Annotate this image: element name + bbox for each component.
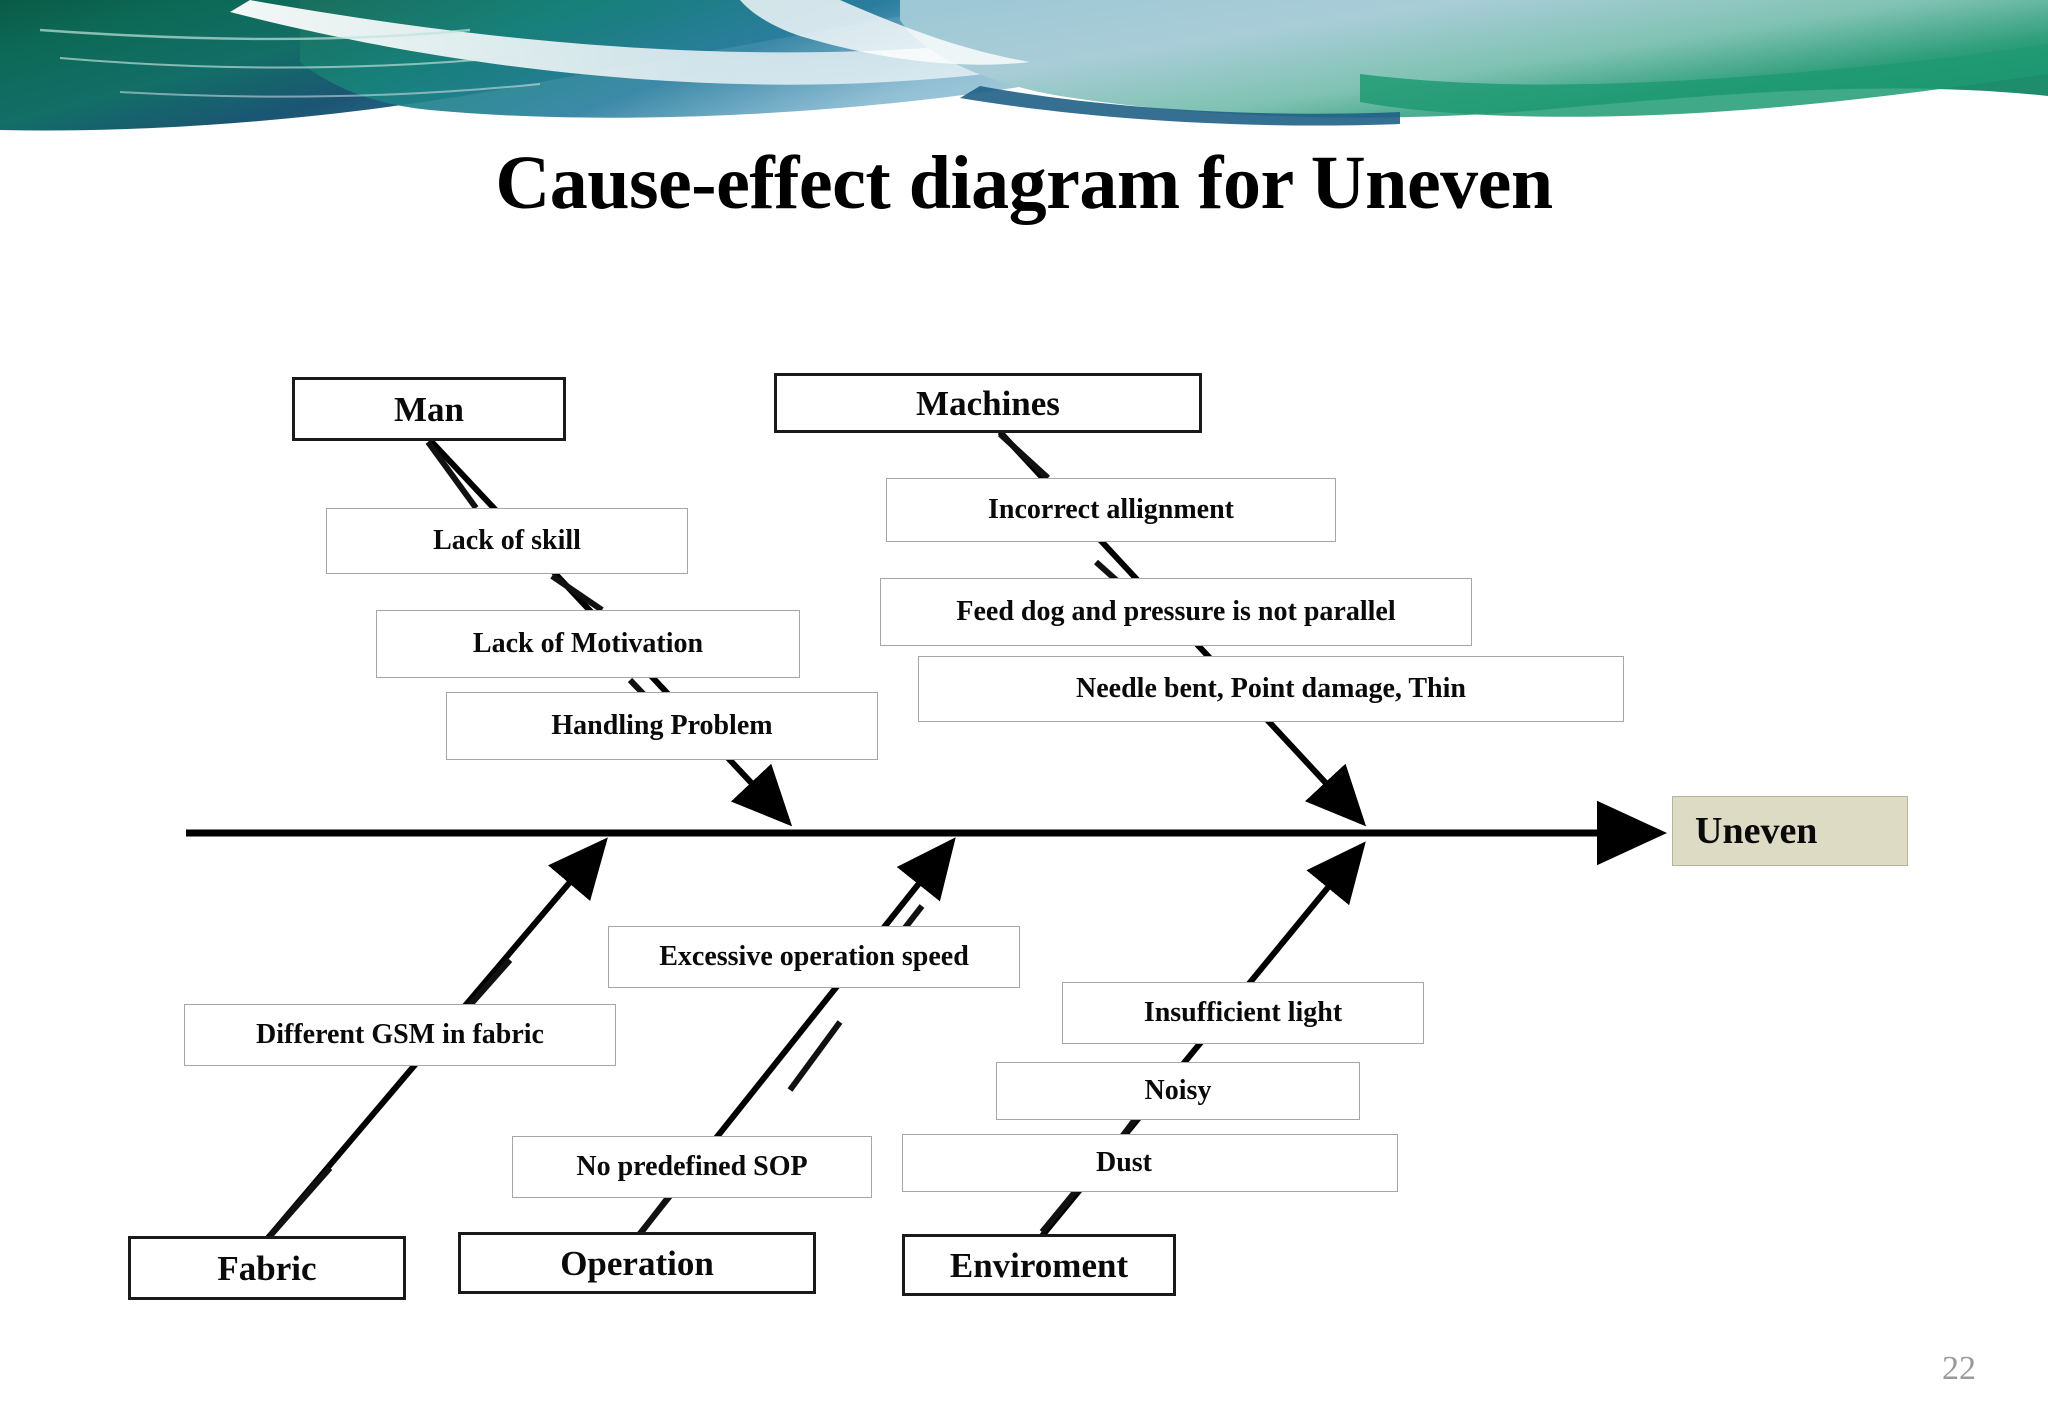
cause-box-needle-bent-point-damage-thin[interactable]: Needle bent, Point damage, Thin: [918, 656, 1624, 722]
cause-box-dust[interactable]: Dust: [902, 1134, 1398, 1192]
cause-box-feed-dog-pressure[interactable]: Feed dog and pressure is not parallel: [880, 578, 1472, 646]
cause-box-lack-of-skill[interactable]: Lack of skill: [326, 508, 688, 574]
cause-box-excessive-operation-speed[interactable]: Excessive operation speed: [608, 926, 1020, 988]
category-box-operation[interactable]: Operation: [458, 1232, 816, 1294]
category-box-enviroment[interactable]: Enviroment: [902, 1234, 1176, 1296]
cause-box-incorrect-allignment[interactable]: Incorrect allignment: [886, 478, 1336, 542]
cause-box-different-gsm-in-fabric[interactable]: Different GSM in fabric: [184, 1004, 616, 1066]
link-no-predefined-sop-excessive-speed: [787, 1020, 843, 1092]
cause-box-insufficient-light[interactable]: Insufficient light: [1062, 982, 1424, 1044]
link-machines-incorrect-allignment: [997, 431, 1051, 481]
slide-banner: [0, 0, 2048, 140]
link-man-lack-of-skill: [425, 440, 479, 510]
link-fabric-different-gsm: [267, 1166, 333, 1238]
cause-box-handling-problem[interactable]: Handling Problem: [446, 692, 878, 760]
effect-box-uneven[interactable]: Uneven: [1672, 796, 1908, 866]
slide-title: Cause-effect diagram for Uneven: [495, 141, 1553, 225]
page-number: 22: [1942, 1350, 1976, 1387]
banner-wave-graphic: [0, 0, 2048, 131]
category-box-man[interactable]: Man: [292, 377, 566, 441]
link-lack-of-skill-lack-of-motivation: [550, 573, 604, 613]
cause-box-noisy[interactable]: Noisy: [996, 1062, 1360, 1120]
cause-box-lack-of-motivation[interactable]: Lack of Motivation: [376, 610, 800, 678]
cause-box-no-predefined-sop[interactable]: No predefined SOP: [512, 1136, 872, 1198]
category-box-fabric[interactable]: Fabric: [128, 1236, 406, 1300]
category-box-machines[interactable]: Machines: [774, 373, 1202, 433]
